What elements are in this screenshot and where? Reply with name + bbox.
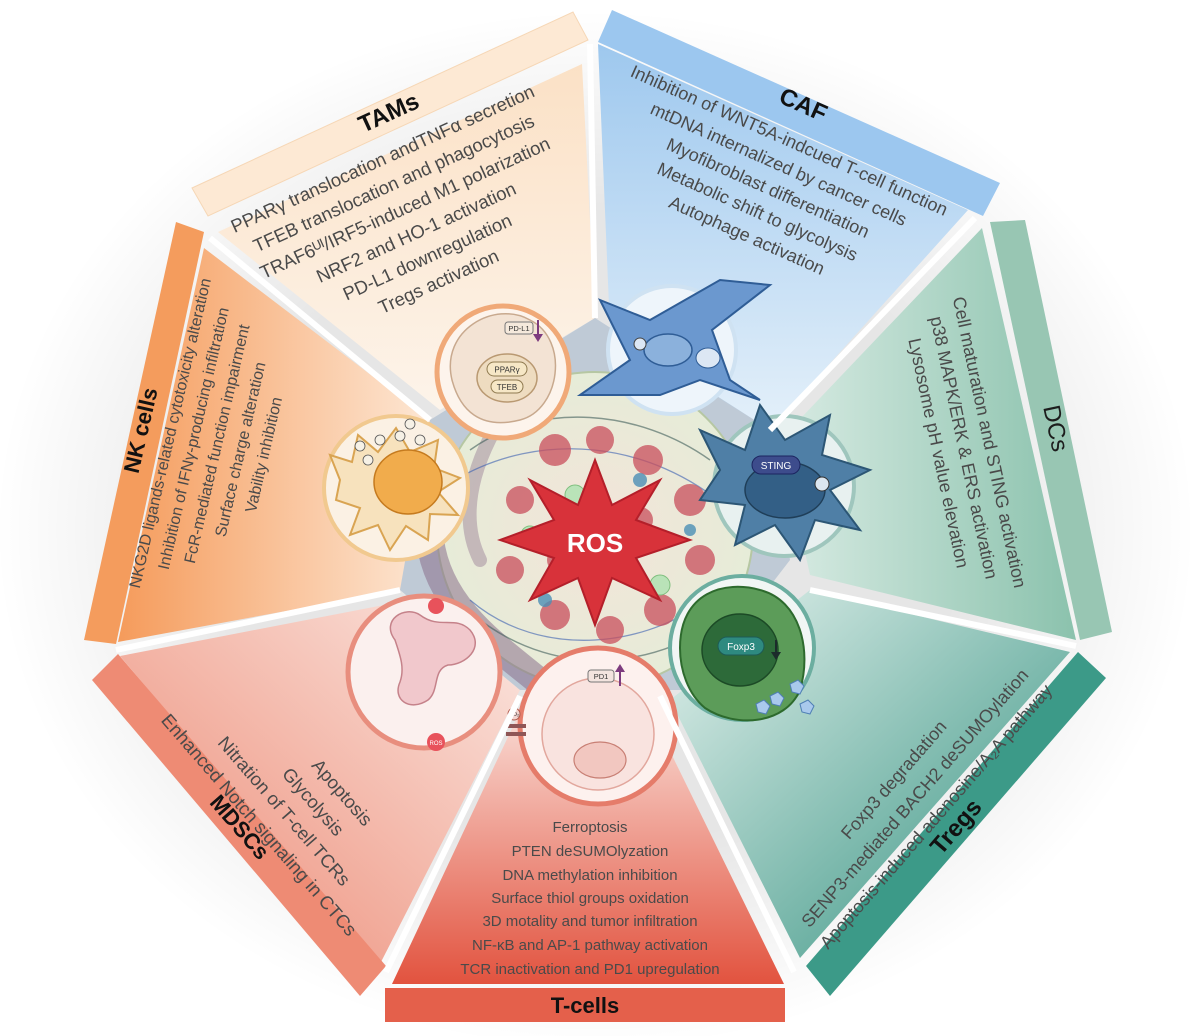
bar-nk bbox=[84, 222, 204, 644]
tcells-item: NF-κB and AP-1 pathway activation bbox=[472, 937, 708, 954]
foxp3-label: Foxp3 bbox=[727, 642, 755, 653]
pd1-label: PD1 bbox=[594, 672, 609, 681]
title-tcells: T-cells bbox=[551, 993, 619, 1018]
bar-mdscs bbox=[92, 654, 386, 996]
tfeb-label: TFEB bbox=[497, 383, 517, 392]
ppar-label: PPARγ bbox=[494, 366, 519, 375]
dc-cell: STING bbox=[697, 402, 873, 563]
bar-dcs bbox=[990, 220, 1112, 640]
sector-dividers bbox=[115, 43, 1077, 974]
bar-tams bbox=[191, 11, 589, 217]
ros-burst: ROS bbox=[496, 457, 694, 628]
ros-label: ROS bbox=[567, 528, 623, 558]
tcells-item: Surface thiol groups oxidation bbox=[491, 890, 689, 907]
sting-label: STING bbox=[761, 461, 792, 472]
tcells-item: TCR inactivation and PD1 upregulation bbox=[460, 961, 719, 978]
treg-cell: Foxp3 bbox=[668, 574, 816, 722]
sector-tcells bbox=[392, 690, 784, 984]
tcells-item: Ferroptosis bbox=[552, 819, 627, 836]
mdsc-cell: ROS bbox=[345, 593, 503, 751]
bar-caf bbox=[598, 10, 1000, 216]
t-cell: PD1 NO₂ bbox=[506, 645, 679, 807]
tcells-item: PTEN deSUMOlyzation bbox=[512, 843, 669, 860]
bar-tregs bbox=[806, 652, 1106, 996]
caf-cell bbox=[576, 278, 773, 416]
mdsc-ros-label: ROS bbox=[429, 741, 442, 747]
tcells-item: 3D motality and tumor infiltration bbox=[482, 913, 697, 930]
tam-cell: PPARγ TFEB PD-L1 bbox=[434, 303, 572, 441]
pdl1-label: PD-L1 bbox=[508, 324, 529, 333]
nk-cell bbox=[322, 414, 470, 562]
sector-dcs bbox=[780, 228, 1076, 640]
tcells-items: Ferroptosis PTEN deSUMOlyzation DNA meth… bbox=[460, 819, 719, 978]
tcells-item: DNA methylation inhibition bbox=[502, 867, 677, 884]
bar-tcells bbox=[385, 988, 785, 1022]
